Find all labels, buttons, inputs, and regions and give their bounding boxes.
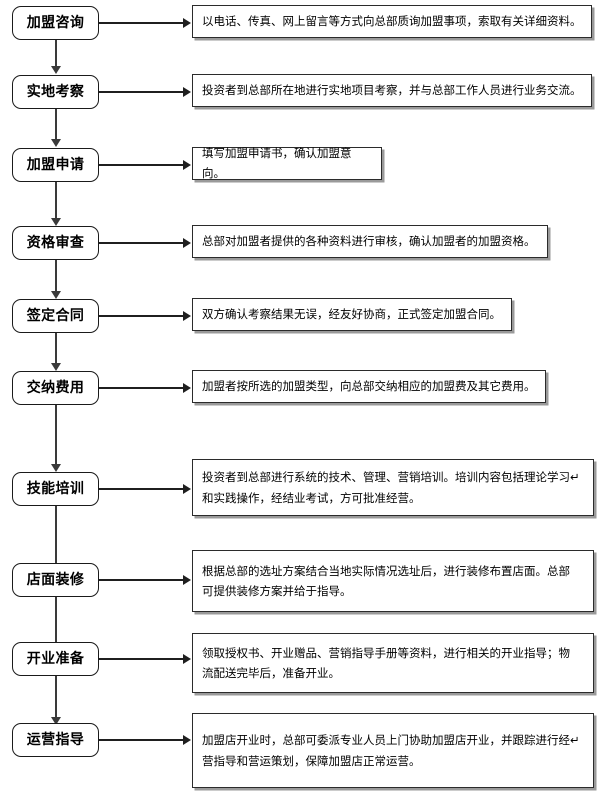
connector-v-8 bbox=[55, 597, 57, 645]
step-box-3[interactable]: 加盟申请 bbox=[12, 148, 99, 182]
step-label-4: 资格审查 bbox=[26, 235, 85, 251]
connector-v-2 bbox=[55, 109, 57, 140]
step-box-9[interactable]: 开业准备 bbox=[12, 642, 99, 676]
connector-h-arrow-10 bbox=[183, 735, 191, 745]
connector-v-5 bbox=[55, 333, 57, 364]
desc-box-8: 根据总部的选址方案结合当地实际情况选址后，进行装修布置店面。总部 可提供装修方案… bbox=[192, 550, 594, 612]
step-box-7[interactable]: 技能培训 bbox=[12, 472, 99, 506]
connector-h-2 bbox=[99, 91, 183, 93]
connector-v-6 bbox=[55, 405, 57, 465]
desc-text-5: 双方确认考察结果无误，经友好协商，正式签定加盟合同。 bbox=[202, 306, 501, 321]
connector-h-arrow-7 bbox=[183, 484, 191, 494]
connector-v-arrow-6 bbox=[51, 464, 61, 472]
step-box-1[interactable]: 加盟咨询 bbox=[12, 6, 99, 40]
desc-text-8: 根据总部的选址方案结合当地实际情况选址后，进行装修布置店面。总部 可提供装修方案… bbox=[202, 563, 570, 598]
connector-h-arrow-5 bbox=[183, 311, 191, 321]
connector-v-arrow-4 bbox=[51, 291, 61, 299]
connector-h-6 bbox=[99, 387, 183, 389]
step-label-10: 运营指导 bbox=[26, 732, 85, 748]
step-label-3: 加盟申请 bbox=[26, 157, 85, 173]
step-label-1: 加盟咨询 bbox=[26, 15, 85, 31]
connector-h-arrow-6 bbox=[183, 383, 191, 393]
connector-h-arrow-4 bbox=[183, 238, 191, 248]
desc-box-9: 领取授权书、开业赠品、营销指导手册等资料，进行相关的开业指导；物 流配送完毕后，… bbox=[192, 633, 594, 693]
step-label-6: 交纳费用 bbox=[26, 380, 85, 396]
desc-text-2: 投资者到总部所在地进行实地项目考察，并与总部工作人员进行业务交流。 bbox=[202, 82, 582, 97]
connector-h-arrow-3 bbox=[183, 160, 191, 170]
desc-box-4: 总部对加盟者提供的各种资料进行审核，确认加盟者的加盟资格。 bbox=[192, 225, 548, 258]
connector-v-9 bbox=[55, 676, 57, 718]
connector-h-arrow-8 bbox=[183, 575, 191, 585]
connector-h-arrow-2 bbox=[183, 87, 191, 97]
connector-h-4 bbox=[99, 242, 183, 244]
connector-v-7 bbox=[55, 506, 57, 566]
connector-h-arrow-9 bbox=[183, 654, 191, 664]
step-box-2[interactable]: 实地考察 bbox=[12, 75, 99, 109]
desc-text-1: 以电话、传真、网上留言等方式向总部质询加盟事项，索取有关详细资料。 bbox=[202, 13, 582, 28]
step-label-5: 签定合同 bbox=[26, 308, 85, 324]
desc-text-6: 加盟者按所选的加盟类型，向总部交纳相应的加盟费及其它费用。 bbox=[202, 378, 536, 393]
step-box-4[interactable]: 资格审查 bbox=[12, 226, 99, 260]
step-label-8: 店面装修 bbox=[26, 572, 85, 588]
desc-box-3: 填写加盟申请书，确认加盟意向。 bbox=[192, 146, 382, 180]
connector-v-arrow-9 bbox=[51, 717, 61, 725]
step-label-2: 实地考察 bbox=[26, 84, 85, 100]
desc-box-7: 投资者到总部进行系统的技术、管理、营销培训。培训内容包括理论学习↵ 和实践操作，… bbox=[192, 459, 594, 516]
desc-text-4: 总部对加盟者提供的各种资料进行审核，确认加盟者的加盟资格。 bbox=[202, 233, 536, 248]
connector-h-3 bbox=[99, 164, 183, 166]
connector-h-8 bbox=[99, 579, 183, 581]
desc-text-10: 加盟店开业时，总部可委派专业人员上门协助加盟店开业，并跟踪进行经↵ 营指导和营运… bbox=[202, 733, 580, 768]
step-box-6[interactable]: 交纳费用 bbox=[12, 371, 99, 405]
step-label-7: 技能培训 bbox=[26, 481, 85, 497]
step-box-8[interactable]: 店面装修 bbox=[12, 563, 99, 597]
connector-v-3 bbox=[55, 182, 57, 219]
connector-h-10 bbox=[99, 739, 183, 741]
desc-text-7: 投资者到总部进行系统的技术、管理、营销培训。培训内容包括理论学习↵ 和实践操作，… bbox=[202, 470, 580, 505]
connector-h-arrow-1 bbox=[183, 18, 191, 28]
desc-box-1: 以电话、传真、网上留言等方式向总部质询加盟事项，索取有关详细资料。 bbox=[192, 5, 592, 38]
connector-h-7 bbox=[99, 488, 183, 490]
connector-v-arrow-3 bbox=[51, 218, 61, 226]
connector-h-1 bbox=[99, 22, 183, 24]
connector-v-1 bbox=[55, 40, 57, 67]
step-label-9: 开业准备 bbox=[26, 651, 85, 667]
connector-v-arrow-5 bbox=[51, 363, 61, 371]
desc-box-6: 加盟者按所选的加盟类型，向总部交纳相应的加盟费及其它费用。 bbox=[192, 370, 546, 403]
connector-v-4 bbox=[55, 260, 57, 292]
desc-text-9: 领取授权书、开业赠品、营销指导手册等资料，进行相关的开业指导；物 流配送完毕后，… bbox=[202, 645, 570, 680]
connector-v-arrow-1 bbox=[51, 66, 61, 74]
connector-h-5 bbox=[99, 315, 183, 317]
desc-text-3: 填写加盟申请书，确认加盟意向。 bbox=[202, 145, 352, 180]
connector-v-arrow-2 bbox=[51, 139, 61, 147]
desc-box-5: 双方确认考察结果无误，经友好协商，正式签定加盟合同。 bbox=[192, 298, 512, 331]
connector-h-9 bbox=[99, 658, 183, 660]
desc-box-10: 加盟店开业时，总部可委派专业人员上门协助加盟店开业，并跟踪进行经↵ 营指导和营运… bbox=[192, 713, 594, 788]
desc-box-2: 投资者到总部所在地进行实地项目考察，并与总部工作人员进行业务交流。 bbox=[192, 74, 592, 107]
step-box-5[interactable]: 签定合同 bbox=[12, 299, 99, 333]
step-box-10[interactable]: 运营指导 bbox=[12, 723, 99, 757]
